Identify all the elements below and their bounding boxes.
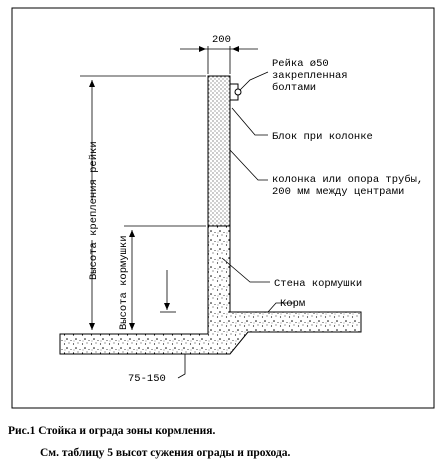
figure-caption: Рис.1 Стойка и ограда зоны кормления. [8,425,216,437]
rail-height-label: Высота крепления рейки [88,141,100,280]
feed-label: Корм [280,298,305,310]
rail-label-line1: Рейка ø50 [272,58,329,70]
trough-wall [59,225,362,355]
bottom-dimension-label: 75-150 [128,373,166,385]
figure-note: См. таблицу 5 высот сужения ограды и про… [40,447,291,459]
rail-label-line2: закрепленная [272,70,348,82]
trough-wall-label: Стена кормушки [274,278,362,290]
dimension-200: 200 [212,34,231,46]
trough-height-label: Высота кормушки [118,235,130,330]
rail-label-line3: болтами [272,81,316,94]
column-label-line2: 200 мм между центрами [272,186,404,198]
column-label-line1: колонка или опора трубы, [272,173,423,186]
block-label: Блок при колонке [272,131,373,143]
rail-bolt [234,88,242,96]
frame [11,7,435,409]
column [207,75,231,227]
